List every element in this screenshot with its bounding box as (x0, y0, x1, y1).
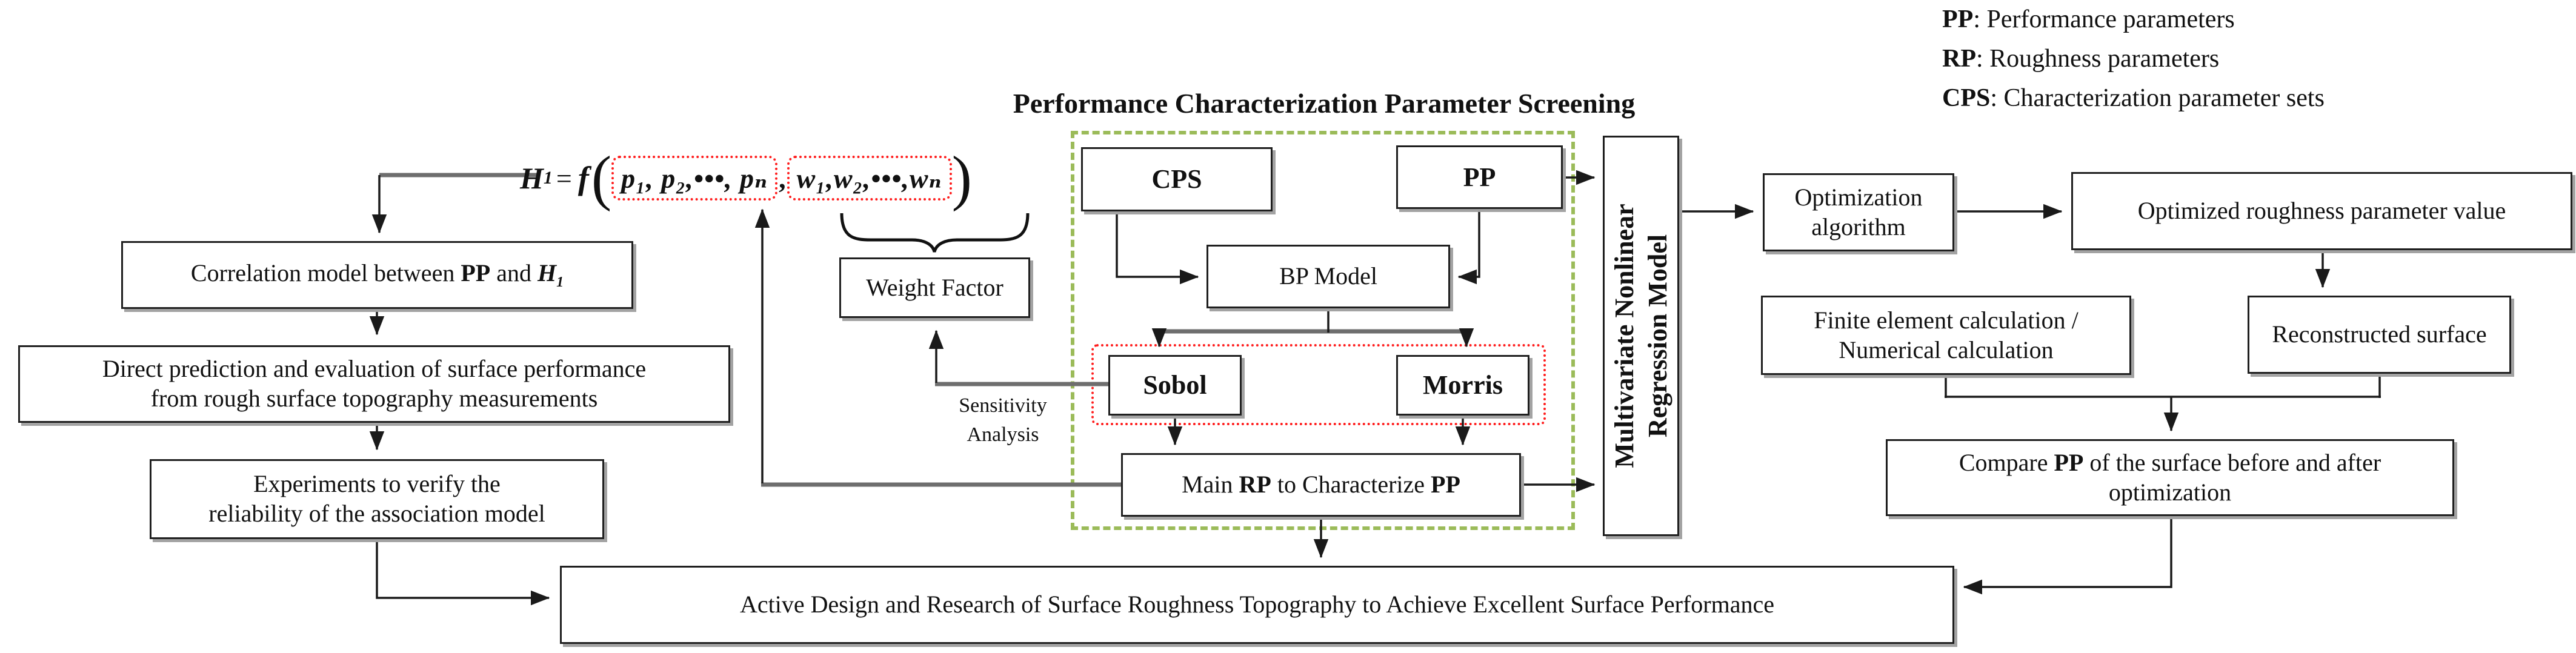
direct-prediction-label: Direct prediction and evaluation of surf… (102, 355, 647, 412)
arrow-cps-to-bpmodel (1116, 213, 1199, 285)
finite-element-label: Finite element calculation / Numerical c… (1814, 306, 2078, 363)
active-design-box: Active Design and Research of Surface Ro… (560, 566, 1954, 644)
bp-model-box: BP Model (1206, 245, 1450, 308)
legend-item-pp: PP: Performance parameters (1942, 5, 2235, 33)
legend-item-rp: RP: Roughness parameters (1942, 45, 2220, 73)
direct-prediction-box: Direct prediction and evaluation of surf… (18, 345, 730, 423)
formula-f: f (577, 160, 589, 196)
abbreviation-legend: PP: Performance parameters RP: Roughness… (1942, 5, 2325, 123)
correlation-model-box: Correlation model between PP and H1 (121, 241, 633, 309)
main-rp-label: Main RP to Characterize PP (1182, 471, 1460, 499)
legend-item-cps: CPS: Characterization parameter sets (1942, 84, 2325, 112)
formula-h: H (520, 161, 544, 195)
multivariate-regression-box: Multivariate Nonlinear Regression Model (1603, 136, 1679, 536)
formula-h-sub: 1 (543, 168, 553, 188)
sensitivity-analysis-label: Sensitivity Analysis (959, 394, 1047, 446)
optimized-roughness-box: Optimized roughness parameter value (2071, 172, 2572, 250)
active-design-label: Active Design and Research of Surface Ro… (740, 591, 1774, 618)
optimized-roughness-label: Optimized roughness parameter value (2137, 197, 2506, 225)
pp-label: PP (1463, 162, 1496, 192)
optimization-algorithm-label: Optimization algorithm (1794, 183, 1923, 240)
experiments-box: Experiments to verify the reliability of… (150, 459, 604, 539)
roughness-parameter-group: p₁, p₂,•••, pₙ (611, 156, 778, 201)
finite-element-box: Finite element calculation / Numerical c… (1761, 296, 2131, 375)
formula-equals: = (556, 162, 572, 194)
pp-box: PP (1396, 145, 1563, 209)
reconstructed-surface-label: Reconstructed surface (2272, 320, 2487, 348)
arrow-experiments-to-active (376, 540, 550, 606)
experiments-label: Experiments to verify the reliability of… (208, 470, 545, 527)
reconstructed-surface-box: Reconstructed surface (2248, 296, 2511, 374)
diagram-title: Performance Characterization Parameter S… (1013, 88, 1636, 119)
multivariate-regression-label: Multivariate Nonlinear Regression Model (1609, 204, 1672, 468)
bp-model-label: BP Model (1279, 262, 1377, 290)
main-rp-box: Main RP to Characterize PP (1121, 453, 1521, 517)
weight-factor-box: Weight Factor (839, 257, 1030, 318)
cps-label: CPS (1151, 164, 1202, 194)
sobol-label: Sobol (1143, 370, 1207, 400)
w-group-underbrace (840, 213, 1030, 253)
cps-box: CPS (1081, 147, 1273, 211)
optimization-algorithm-box: Optimization algorithm (1763, 173, 1954, 251)
compare-pp-box: Compare PP of the surface before and aft… (1886, 439, 2454, 516)
weight-parameter-group: w₁,w₂,•••,wₙ (787, 156, 952, 201)
correlation-model-label: Correlation model between PP and H1 (190, 259, 564, 290)
morris-box: Morris (1396, 355, 1529, 416)
screening-group-outline (1071, 131, 1575, 530)
morris-label: Morris (1423, 370, 1503, 400)
weight-factor-label: Weight Factor (866, 273, 1003, 301)
formula-comma: , (779, 162, 786, 194)
compare-pp-label: Compare PP of the surface before and aft… (1959, 448, 2381, 506)
arrow-pp-to-bpmodel (1457, 210, 1480, 285)
sobol-box: Sobol (1108, 355, 1242, 416)
arrow-compare-to-active (1963, 517, 2172, 595)
